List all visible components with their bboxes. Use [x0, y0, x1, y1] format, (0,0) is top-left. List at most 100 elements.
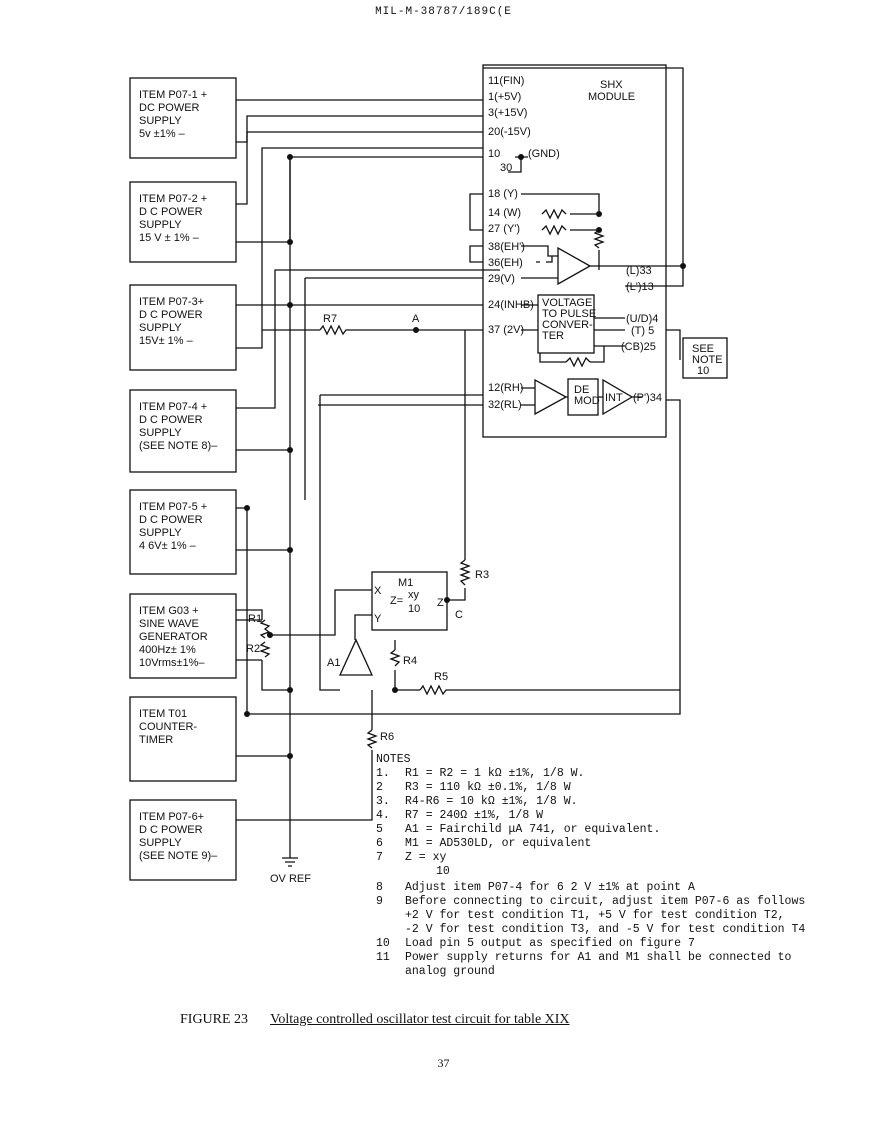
supply-label-line: 15 V ± 1% –: [139, 232, 200, 244]
see-note-label: SEE: [692, 343, 714, 355]
demod-label: DE: [574, 384, 589, 396]
converter-label: CONVER-: [542, 319, 593, 331]
supply-boxes: [129, 77, 237, 881]
internal-resistor-w: [541, 208, 567, 220]
note-text: +2 V for test condition T1, +5 V for tes…: [405, 909, 785, 922]
note-text: 10: [436, 865, 450, 878]
module-pin-label: 27 (Y'): [488, 223, 520, 235]
label-r7: R7: [323, 313, 337, 325]
supply-label-line: DC POWER: [139, 102, 200, 114]
supply-label-line: ITEM P07-3+: [139, 296, 204, 308]
vtp-converter-box: [537, 294, 595, 354]
supply-label-line: 4 6V± 1% –: [139, 540, 197, 552]
module-pin-label: 14 (W): [488, 207, 521, 219]
supply-box-p07-6: [129, 799, 237, 881]
supply-label-line: ITEM P07-4 +: [139, 401, 207, 413]
internal-resistor-fb: [565, 356, 591, 368]
note-number: 3.: [376, 795, 390, 808]
label-a1: A1: [327, 657, 340, 669]
module-output-label: (L)33: [626, 265, 652, 277]
supply-label-line: ITEM P07-5 +: [139, 501, 207, 513]
note-number: 1.: [376, 767, 390, 780]
label-r1: R1: [248, 613, 262, 625]
supply-box-p07-3: [129, 284, 237, 371]
resistor-r2: [259, 641, 271, 658]
rh-amplifier: [534, 378, 568, 416]
supply-label-line: SUPPLY: [139, 219, 182, 231]
label-c: C: [455, 609, 463, 621]
label-r3: R3: [475, 569, 489, 581]
module-pin-label: 10: [488, 148, 500, 160]
multiplier-z-output: Z: [437, 597, 444, 609]
module-output-label: (P')34: [633, 392, 662, 404]
note-text: Power supply returns for A1 and M1 shall…: [405, 951, 792, 964]
supply-label-line: (SEE NOTE 8)–: [139, 440, 218, 452]
note-number: 8: [376, 881, 383, 894]
module-pin-label: 3(+15V): [488, 107, 527, 119]
module-pin-label: 11(FIN): [488, 75, 524, 87]
note-text: R4-R6 = 10 kΩ ±1%, 1/8 W.: [405, 795, 578, 808]
note-number: 4.: [376, 809, 390, 822]
module-pin-label: 1(+5V): [488, 91, 521, 103]
module-pin-label: 29(V): [488, 273, 515, 285]
page-number: 37: [437, 1056, 450, 1070]
int-label: INT: [605, 392, 623, 404]
multiplier-equation: Z=: [390, 595, 403, 607]
module-subtitle: MODULE: [588, 91, 635, 103]
module-output-label: (L')13: [626, 281, 654, 293]
junction-dots: [244, 154, 686, 759]
module-pin-label: 12(RH): [488, 382, 523, 394]
module-output-label: (U/D)4: [626, 313, 658, 325]
note-number: 11: [376, 951, 390, 964]
internal-resistor-y: [541, 224, 567, 236]
supply-label-line: 15V± 1% –: [139, 335, 194, 347]
resistor-r4: [389, 649, 401, 667]
label-ovref: OV REF: [270, 873, 311, 885]
supply-label-line: SUPPLY: [139, 322, 182, 334]
supply-label-line: 10Vrms±1%–: [139, 657, 205, 669]
note-text: R7 = 240Ω ±1%, 1/8 W: [405, 809, 543, 822]
supply-label-line: D C POWER: [139, 514, 203, 526]
see-note-label: NOTE: [692, 354, 723, 366]
resistor-r5: [419, 684, 455, 696]
supply-label-line: SUPPLY: [139, 427, 182, 439]
resistor-r1: [259, 619, 271, 639]
supply-box-g03: [129, 593, 237, 679]
resistor-r6: [366, 729, 378, 749]
internal-resistor-vert: [593, 229, 605, 249]
supply-label-line: SUPPLY: [139, 115, 182, 127]
supply-label-line: ITEM P07-1 +: [139, 89, 207, 101]
note-text: Adjust item P07-4 for 6 2 V ±1% at point…: [405, 881, 695, 894]
supply-label-line: ITEM G03 +: [139, 605, 199, 617]
figure-label: FIGURE 23: [180, 1012, 249, 1027]
note-text: -2 V for test condition T3, and -5 V for…: [405, 923, 805, 936]
note-number: 10: [376, 937, 390, 950]
supply-label-line: TIMER: [139, 734, 173, 746]
opamp-a1: [338, 638, 374, 676]
supply-label-line: ITEM P07-2 +: [139, 193, 207, 205]
note-text: Z = xy: [405, 851, 447, 864]
note-text: analog ground: [405, 965, 495, 978]
supply-label-line: SINE WAVE: [139, 618, 199, 630]
multiplier-y-input: Y: [374, 613, 382, 625]
note-text: A1 = Fairchild μA 741, or equivalent.: [405, 823, 660, 836]
multiplier-numerator: xy: [408, 589, 420, 601]
multiplier-x-input: X: [374, 585, 382, 597]
supply-label-line: D C POWER: [139, 206, 203, 218]
converter-label: TER: [542, 330, 564, 342]
module-pin-label: 30: [500, 162, 512, 174]
supply-box-p07-1: [129, 77, 237, 159]
wiring: [236, 67, 684, 858]
inner-amplifier: [557, 246, 592, 286]
module-pin-label: 37 (2V): [488, 324, 524, 336]
supply-label-line: (SEE NOTE 9)–: [139, 850, 218, 862]
note-text: M1 = AD530LD, or equivalent: [405, 837, 591, 850]
converter-label: TO PULSE: [542, 308, 596, 320]
supply-label-line: D C POWER: [139, 824, 203, 836]
module-title: SHX: [600, 79, 623, 91]
document-header: MIL-M-38787/189C(E: [375, 6, 512, 18]
resistor-r3: [459, 559, 471, 586]
module-pin-label: 36(EH): [488, 257, 523, 269]
note-number: 6: [376, 837, 383, 850]
